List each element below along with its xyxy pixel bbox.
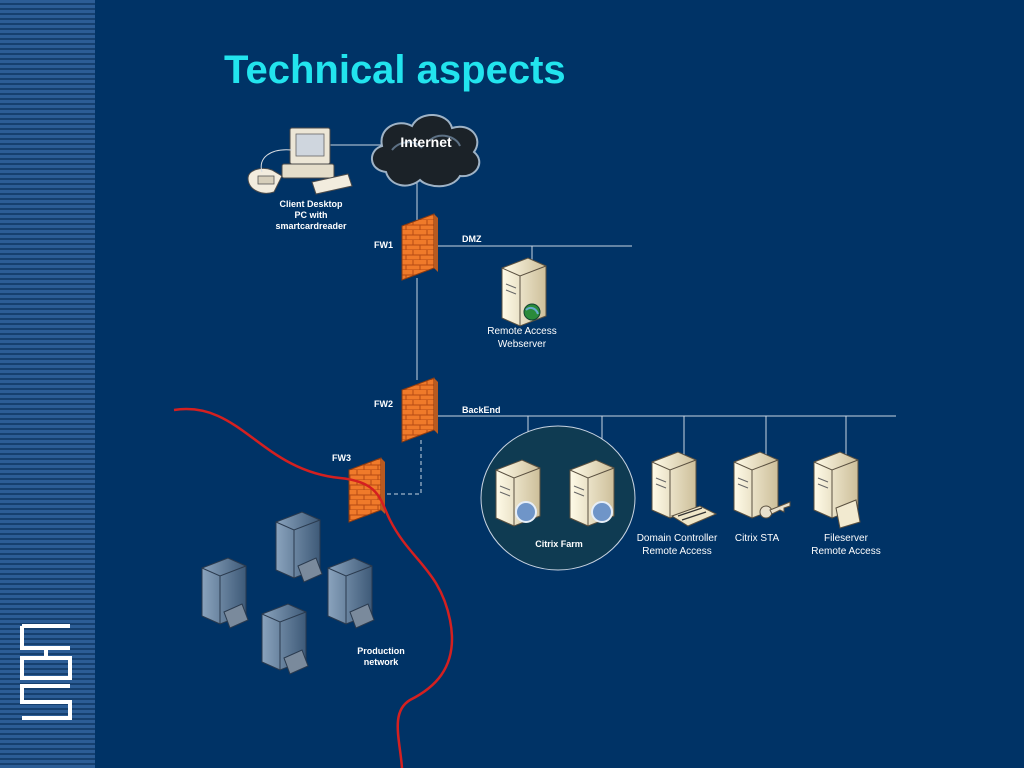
fw3-label: FW3 [332,453,351,463]
backend-label: BackEnd [462,405,501,415]
decorative-sidebar [0,0,95,768]
production-server-1-icon [275,511,323,583]
citrix-sta-icon [733,451,791,519]
client-label-line1: Client Desktop [279,199,343,209]
production-label-line1: Production [357,646,405,656]
fw2-label: FW2 [374,399,393,409]
cbs-logo [20,624,72,720]
citrix-farm-label: Citrix Farm [535,539,583,549]
dc-label-line2: Remote Access [642,546,712,557]
internet-label: Internet [400,134,452,150]
domain-controller-icon [651,451,718,527]
fw3-icon [348,457,385,523]
dmz-label: DMZ [462,234,482,244]
fileserver-icon [813,451,861,529]
dc-label-line1: Domain Controller [636,533,718,544]
client-label-line3: smartcardreader [275,221,347,231]
client-desktop-label: Client Desktop PC with smartcardreader [256,199,366,232]
domain-controller-label: Domain Controller Remote Access [627,532,727,558]
production-network-label: Production network [346,646,416,668]
page-title: Technical aspects [224,48,566,92]
webserver-label-line1: Remote Access [487,326,557,337]
fileserver-label: Fileserver Remote Access [800,532,892,558]
fw1-label: FW1 [374,240,393,250]
production-server-4-icon [261,603,309,675]
webserver-label: Remote Access Webserver [472,325,572,351]
production-boundary-line [173,407,454,768]
network-links [330,144,896,495]
webserver-icon [501,257,547,327]
citrix-sta-label: Citrix STA [734,533,780,544]
webserver-label-line2: Webserver [497,339,547,350]
production-server-2-icon [201,557,249,629]
production-server-3-icon [327,557,375,629]
fw2-icon [401,377,438,443]
fileserver-label-line2: Remote Access [811,546,881,557]
citrix-server-2-icon [569,459,615,527]
internet-cloud-icon [371,114,481,188]
client-pc-icon [247,127,353,195]
client-label-line2: PC with [294,210,328,220]
citrix-server-1-icon [495,459,541,527]
production-label-line2: network [363,657,399,667]
fileserver-label-line1: Fileserver [824,533,868,544]
fw1-icon [401,213,438,281]
